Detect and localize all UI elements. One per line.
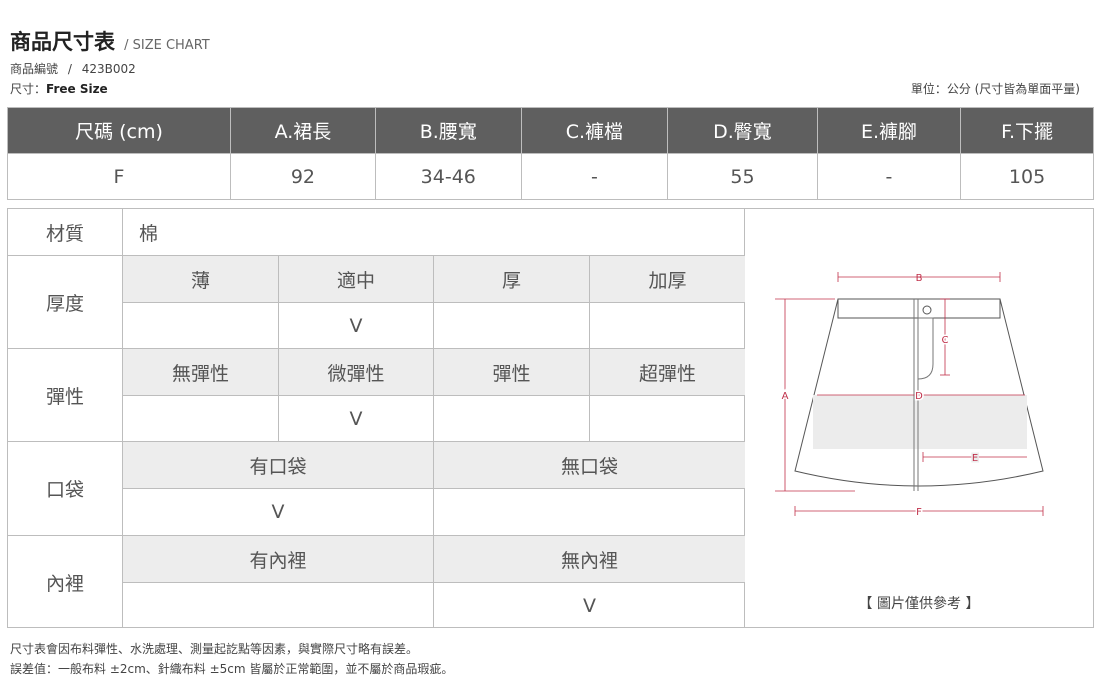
lining-option-with: 有內裡 [123,536,434,582]
lining-label: 內裡 [8,536,123,628]
cell-f: 105 [960,153,1094,200]
material-label: 材質 [8,209,123,255]
skirt-diagram-panel: B C D A E F 【 圖片僅供參考 】 [745,208,1094,628]
diagram-caption: 【 圖片僅供參考 】 [858,596,980,612]
product-code-separator: / [67,62,72,76]
divider [123,488,744,489]
thickness-mark-thin [123,303,279,348]
measure-lines [775,272,1044,516]
cell-a: 92 [230,153,376,200]
elasticity-option-stretch: 彈性 [434,349,590,395]
header-c-rise: C.褲檔 [520,107,669,154]
cell-d: 55 [667,153,818,200]
size-line: 尺寸：Free Size [10,80,108,97]
unit-note: 單位：公分 (尺寸皆為單面平量) [910,82,1080,96]
page-title: 商品尺寸表 [10,30,115,54]
thickness-row: 厚度 薄 適中 厚 加厚 V [8,256,745,349]
cell-c: - [520,153,669,200]
pocket-label: 口袋 [8,442,123,535]
skirt-diagram: B C D A E F [775,272,1044,520]
lining-mark-with [123,583,434,628]
elasticity-option-slight: 微彈性 [279,349,434,395]
elasticity-row: 彈性 無彈性 微彈性 彈性 超彈性 V [8,349,745,442]
elasticity-label: 彈性 [8,349,123,441]
label-b: B [916,273,923,284]
header-size: 尺碼 (cm) [7,107,231,154]
waistband [837,298,1001,319]
size-label: 尺寸： [10,82,47,96]
note-tolerance: 誤差值：一般布料 ±2cm、針織布料 ±5cm 皆屬於正常範圍，並不屬於商品瑕疵… [10,662,454,676]
thickness-option-medium: 適中 [279,256,434,302]
thickness-mark-extra-thick [590,303,745,348]
cell-b: 34-46 [374,153,522,200]
pocket-row: 口袋 有口袋 無口袋 V [8,442,745,536]
thickness-label: 厚度 [8,256,123,348]
lining-option-without: 無內裡 [434,536,745,582]
header-a-length: A.裙長 [230,107,376,154]
label-c: C [942,335,949,346]
button-icon [922,305,932,315]
elasticity-mark-none [123,396,279,441]
page-subtitle: / SIZE CHART [124,38,210,53]
label-a: A [782,391,789,402]
pocket-option-without: 無口袋 [434,442,745,488]
page-header: 商品尺寸表 / SIZE CHART [10,26,210,56]
table-row: F 92 34-46 - 55 - 105 [7,153,1094,200]
thickness-mark-thick [434,303,590,348]
size-table-header: 尺碼 (cm) A.裙長 B.腰寬 C.褲檔 D.臀寬 E.褲腳 F.下擺 [7,107,1094,154]
size-table: 尺碼 (cm) A.裙長 B.腰寬 C.褲檔 D.臀寬 E.褲腳 F.下擺 F … [7,107,1094,200]
product-code-label: 商品編號 [10,62,59,76]
pocket-mark-with: V [123,489,434,535]
measure-labels: B C D A E F [780,273,980,520]
divider [123,395,744,396]
material-row: 材質 棉 [8,209,744,256]
size-value: Free Size [46,82,108,96]
header-e-leg: E.褲腳 [816,107,962,154]
thickness-option-thin: 薄 [123,256,279,302]
fly-stitch [917,317,934,380]
thickness-mark-medium: V [279,303,434,348]
lining-mark-without: V [583,594,596,617]
cell-size: F [7,153,231,200]
divider [123,302,744,303]
pocket-mark-without [434,489,745,535]
elasticity-mark-slight: V [279,396,434,441]
divider [123,582,744,583]
pocket-option-with: 有口袋 [123,442,434,488]
header-b-waist: B.腰寬 [374,107,522,154]
elasticity-mark-stretch [434,396,590,441]
lining-row: 內裡 有內裡 無內裡 V [8,536,745,628]
elasticity-option-none: 無彈性 [123,349,279,395]
thickness-option-thick: 厚 [434,256,590,302]
label-f: F [916,507,922,518]
label-d: D [915,391,923,402]
elasticity-option-super: 超彈性 [590,349,745,395]
material-value: 棉 [139,222,159,245]
thickness-option-extra-thick: 加厚 [590,256,745,302]
cell-e: - [816,153,962,200]
attributes-panel: 材質 棉 厚度 薄 適中 厚 加厚 V 彈性 無彈性 微彈性 彈性 超彈性 V … [7,208,745,628]
header-f-hem: F.下擺 [960,107,1094,154]
elasticity-mark-super [590,396,745,441]
product-code-value: 423B002 [81,62,136,76]
label-e: E [972,453,978,464]
note-measurement: 尺寸表會因布料彈性、水洗處理、測量起訖點等因素，與實際尺寸略有誤差。 [10,642,419,656]
skirt-shade [813,395,1027,449]
product-code-line: 商品編號 / 423B002 [10,60,136,77]
header-d-hip: D.臀寬 [667,107,818,154]
